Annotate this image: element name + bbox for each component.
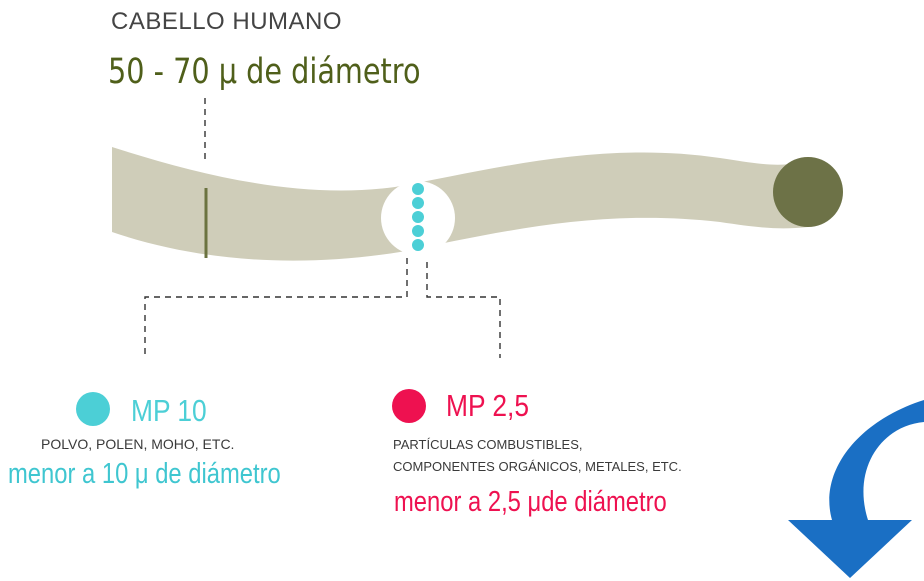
- mp25-connector: [426, 262, 501, 358]
- mp10-diameter-text: menor a 10 μ de diámetro: [8, 458, 281, 490]
- particle-dot: [412, 183, 424, 195]
- mp10-description: POLVO, POLEN, MOHO, ETC.: [41, 436, 235, 452]
- mp25-diameter-text: menor a 2,5 μde diámetro: [394, 486, 667, 518]
- hair-label: CABELLO HUMANO: [111, 8, 343, 35]
- mp10-particle-column: [412, 183, 424, 251]
- mp25-description-line2: COMPONENTES ORGÁNICOS, METALES, ETC.: [393, 459, 682, 474]
- particle-dot: [412, 211, 424, 223]
- mp25-description-line1: PARTÍCULAS COMBUSTIBLES,: [393, 437, 583, 452]
- mp25-dot: [392, 389, 426, 423]
- mp10-connector: [144, 258, 408, 358]
- hair-end-cross-section: [773, 157, 843, 227]
- particle-dot: [412, 225, 424, 237]
- mp10-dot: [76, 392, 110, 426]
- hair-strand: [112, 147, 808, 261]
- mp25-title: MP 2,5: [446, 388, 530, 423]
- particle-dot: [412, 197, 424, 209]
- curved-down-arrow-icon: [788, 400, 924, 578]
- hair-diameter-text: 50 - 70 μ de diámetro: [108, 52, 421, 92]
- particle-dot: [412, 239, 424, 251]
- mp10-title: MP 10: [131, 393, 207, 428]
